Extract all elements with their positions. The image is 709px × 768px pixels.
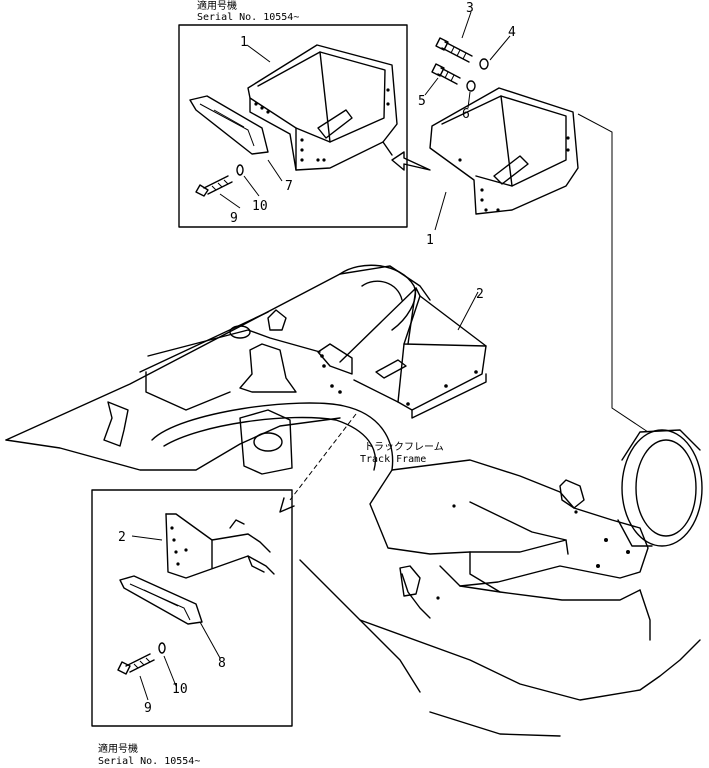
callout-4: 4: [508, 25, 516, 40]
washer-4: [479, 58, 489, 70]
bottom-inset-frame: [91, 489, 293, 727]
mounted-step-bracket: [317, 287, 487, 419]
callout-9-bottom: 9: [144, 701, 152, 716]
inset-plate-bottom: [119, 575, 203, 625]
assembly-leader: [577, 113, 649, 433]
callout-2-main: 2: [476, 287, 484, 302]
callout-1-main: 1: [426, 233, 434, 248]
track-frame-label-jp: トラックフレーム: [364, 441, 444, 453]
bolt-3: [435, 37, 473, 63]
bolt-5: [431, 63, 461, 85]
main-step-bracket: [429, 87, 579, 215]
inset-bracket-side: [165, 513, 275, 579]
callout-1-inset: 1: [240, 35, 248, 50]
track-frame-label-en: Track Frame: [360, 454, 426, 465]
track-frame: [5, 264, 703, 737]
callout-8: 8: [218, 656, 226, 671]
inset-plate: [189, 95, 269, 155]
inset-bolt-top: [195, 164, 244, 197]
top-caption-jp: 適用号機: [197, 0, 237, 12]
inset-step-bracket: [247, 44, 398, 171]
callout-9-top: 9: [230, 211, 238, 226]
callout-2-inset: 2: [118, 530, 126, 545]
washer-6: [466, 80, 476, 92]
callout-5: 5: [418, 94, 426, 109]
top-caption-serial: Serial No. 10554~: [197, 12, 299, 23]
bottom-caption-serial: Serial No. 10554~: [98, 756, 200, 767]
detail-arrow: [279, 413, 357, 513]
callout-10-bottom: 10: [172, 682, 188, 697]
bottom-caption-jp: 適用号機: [98, 742, 138, 755]
callout-7: 7: [285, 179, 293, 194]
callout-3: 3: [466, 1, 474, 16]
inset-bolt-bottom: [117, 642, 166, 675]
callout-6: 6: [462, 107, 470, 122]
top-inset-frame: [178, 24, 408, 228]
reference-arrow: [391, 151, 431, 171]
callout-10-top: 10: [252, 199, 268, 214]
